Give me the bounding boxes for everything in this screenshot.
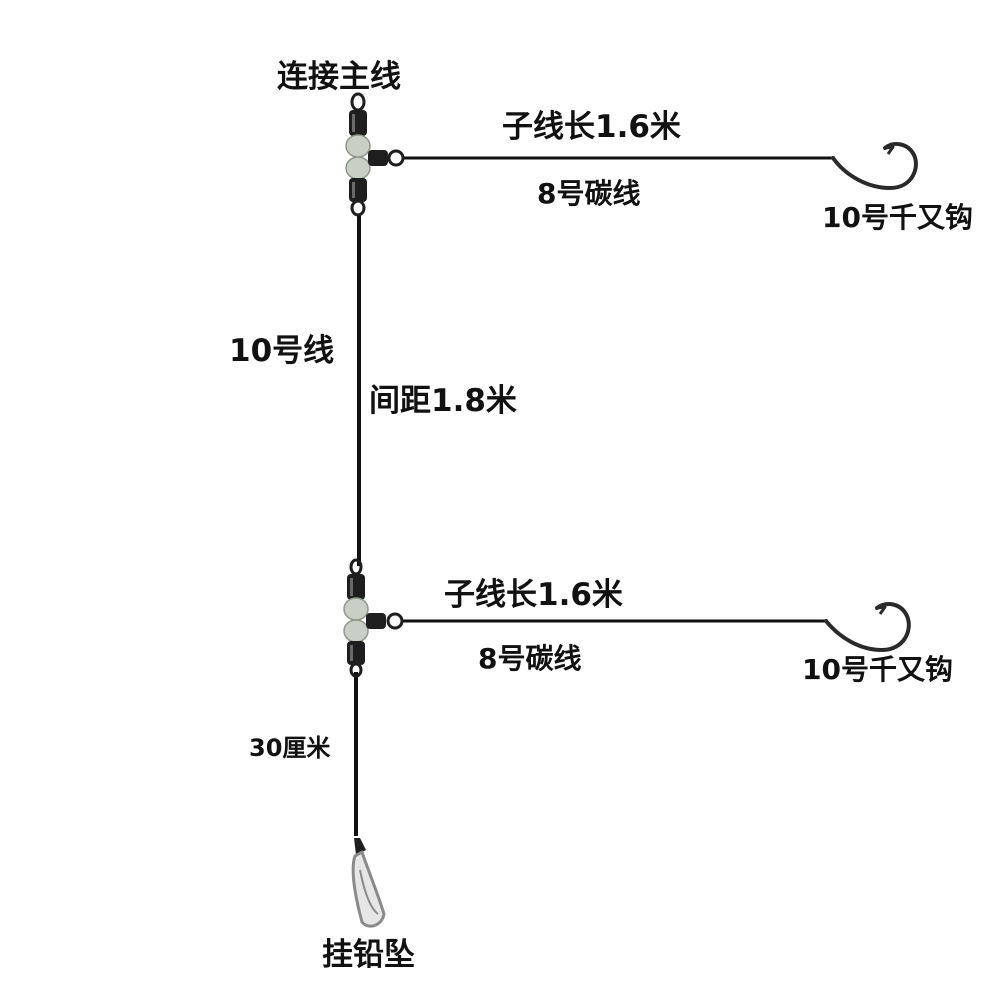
label-hook-top: 10号千又钩 — [822, 201, 973, 234]
label-branch-top-length: 子线长1.6米 — [502, 109, 681, 145]
label-bottom-length: 30厘米 — [249, 734, 331, 762]
label-sinker: 挂铅坠 — [322, 937, 415, 973]
hook-icon-top — [831, 141, 918, 191]
label-branch-bottom-length: 子线长1.6米 — [444, 577, 623, 613]
three-way-swivel-bottom — [343, 558, 404, 678]
label-branch-top-material: 8号碳线 — [537, 177, 641, 210]
hook-icon-bottom — [824, 602, 911, 653]
three-way-swivel-top — [345, 92, 405, 217]
label-spacing: 间距1.8米 — [369, 383, 517, 419]
label-hook-bottom: 10号千又钩 — [802, 653, 953, 686]
label-branch-bottom-material: 8号碳线 — [478, 642, 582, 675]
snap-icon — [351, 838, 386, 928]
label-main-line: 10号线 — [229, 333, 335, 369]
label-connect-main-line: 连接主线 — [277, 59, 401, 95]
